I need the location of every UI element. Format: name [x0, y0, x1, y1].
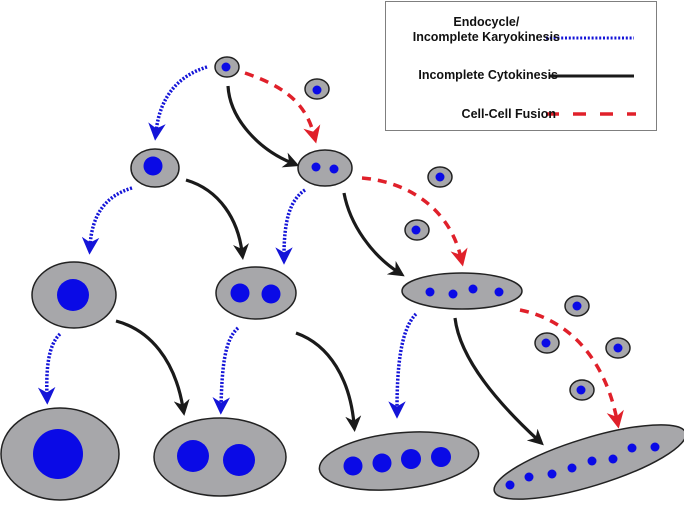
cell-endocycle-2: [31, 261, 117, 329]
endocycle-arrow: [37, 332, 62, 405]
endocycle-arrow: [212, 326, 240, 415]
cell-binucleate-3: [153, 417, 287, 497]
cell-binucleate-2: [215, 266, 297, 320]
cell-fusion-donor: [427, 166, 453, 188]
cytokinesis-arrow: [342, 192, 405, 277]
nucleus: [221, 62, 231, 72]
legend-label-endocycle-line1: Endocycle/: [453, 15, 520, 29]
fusion-arrow: [244, 71, 321, 144]
legend-label-endocycle: Endocycle/ Incomplete Karyokinesis: [413, 15, 560, 45]
cell-tetranucleate-2: [318, 431, 480, 491]
endocycle-arrow: [81, 186, 133, 255]
cell-binucleate-1: [297, 149, 353, 187]
cytokinesis-arrow: [295, 331, 362, 432]
cytokinesis-arrow: [453, 317, 544, 446]
cytokinesis-arrow: [226, 85, 300, 168]
cell-fusion-donor: [564, 295, 590, 317]
legend-label-endocycle-line2: Incomplete Karyokinesis: [412, 30, 560, 44]
cell-fusion-donor: [605, 337, 631, 359]
legend: Endocycle/ Incomplete Karyokinesis Incom…: [385, 1, 657, 131]
legend-swatches: [546, 36, 636, 116]
endocycle-arrow: [388, 312, 418, 419]
cell-tetranucleate-1: [401, 272, 523, 310]
cell-origin: [214, 56, 240, 78]
legend-label-cytokinesis: Incomplete Cytokinesis: [418, 68, 558, 82]
cell-fusion-donor: [534, 332, 560, 354]
fusion-arrow: [519, 308, 624, 429]
cytokinesis-arrow: [185, 178, 249, 260]
cytokinesis-arrow: [115, 319, 190, 416]
fusion-arrow: [361, 176, 468, 267]
legend-label-fusion: Cell-Cell Fusion: [461, 107, 556, 121]
cell-octanucleate: [493, 424, 684, 500]
cell-fusion-donor: [404, 219, 430, 241]
cell-endocycle-3: [0, 407, 120, 501]
cell-fusion-donor: [304, 78, 330, 100]
cell-fusion-donor: [569, 379, 595, 401]
endocycle-arrow: [148, 65, 208, 141]
endocycle-arrow: [275, 188, 307, 265]
cell-endocycle-1: [130, 148, 180, 188]
